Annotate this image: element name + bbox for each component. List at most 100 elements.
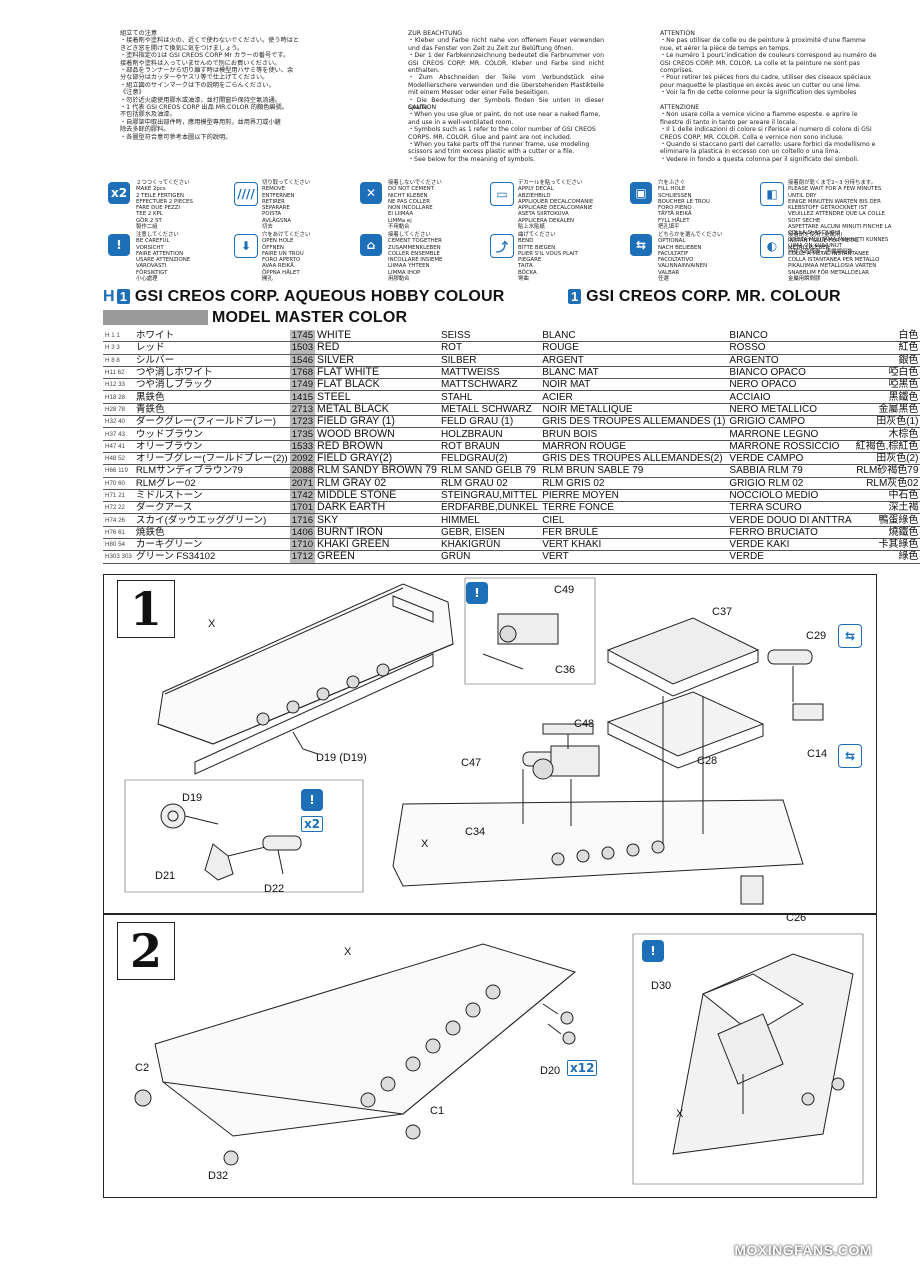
color-cell-it: GRIGIO CAMPO: [727, 415, 854, 429]
color-cell-cn: 金屬黑色: [853, 403, 920, 417]
optional-icon: ⇆: [630, 234, 652, 256]
color-cell-mm: 1415: [289, 390, 316, 404]
color-cell-it: TERRA SCURO: [727, 501, 854, 515]
part-label-d22: D22: [264, 883, 285, 895]
part-label-x-lower: X: [421, 838, 429, 850]
color-cell-de: SEISS: [438, 330, 541, 343]
color-cell-en: FIELD GRAY (1): [315, 415, 439, 429]
color-cell-jp: スカイ(ダッウエッググリーン): [133, 513, 290, 527]
color-cell-en: RED BROWN: [315, 440, 439, 453]
optional-icon: ⇆: [838, 744, 862, 768]
part-label-c34: C34: [465, 826, 486, 838]
color-cell-jp: レッド: [133, 341, 290, 355]
part-label-c37: C37: [712, 606, 733, 618]
color-cell-it: VERDE: [727, 550, 854, 564]
color-cell-it: ROSSO: [727, 341, 854, 355]
color-cell-jp: ダークグレー(フィールドブレー): [133, 415, 290, 429]
color-cell-en: MIDDLE STONE: [315, 489, 439, 503]
color-cell-code: H70 60: [103, 477, 134, 490]
color-cell-code: H 1 1: [103, 330, 134, 343]
color-cell-en: GREEN: [315, 550, 439, 564]
color-cell-mm: 1710: [289, 538, 316, 552]
aqueous-title: GSI CREOS CORP. AQUEOUS HOBBY COLOUR: [134, 288, 505, 305]
color-cell-it: SABBIA RLM 79: [727, 464, 854, 478]
multiply-badge: x2: [301, 816, 324, 832]
color-cell-jp: オリーブグレー(フールドブレー(2)): [133, 452, 290, 466]
color-cell-code: H66 119: [103, 464, 134, 478]
careful-icon: !: [642, 940, 664, 962]
instructions-english: CAUTION ・When you use glue or paint, do …: [408, 104, 601, 163]
color-cell-fr: ACIER: [540, 390, 728, 404]
color-cell-jp: 黒鉄色: [133, 390, 290, 404]
part-label-c14: C14: [807, 748, 828, 760]
color-cell-it: MARRONE LEGNO: [727, 427, 854, 441]
color-cell-de: STEINGRAU,MITTEL: [438, 489, 541, 503]
color-cell-en: SILVER: [315, 354, 439, 367]
color-cell-cn: 啞白色: [853, 366, 920, 380]
multiply-badge: x12: [567, 1060, 598, 1076]
color-cell-de: GEBR, EISEN: [438, 526, 541, 540]
color-cell-fr: TERRE FONCÉ: [540, 501, 728, 515]
color-cell-en: FLAT BLACK: [315, 378, 439, 392]
open-hole-icon: ⬇: [234, 234, 258, 258]
color-cell-mm: 1503: [289, 341, 316, 355]
color-cell-fr: BLANC: [540, 330, 728, 343]
symbol-description: 接着剤を使用 (金属用) INSTANT GLUE FOR METAL META…: [788, 232, 880, 283]
color-cell-jp: RLMサンディブラウン79: [133, 464, 290, 478]
part-label-c36: C36: [555, 664, 576, 676]
symbol-description: 穴をあけてください OPEN HOLE ÖFFNEN FAIRE UN TROU…: [262, 232, 311, 283]
color-cell-fr: ARGENT: [540, 354, 728, 367]
color-cell-en: RED: [315, 341, 439, 355]
color-cell-de: KHAKIGRÜN: [438, 538, 541, 552]
color-cell-fr: BLANC MAT: [540, 366, 728, 380]
color-cell-it: NERO OPACO: [727, 378, 854, 392]
glue-dry-icon: ◧: [760, 182, 784, 206]
color-chip-right: 1: [568, 289, 582, 304]
color-cell-it: BIANCO OPACO: [727, 366, 854, 380]
step-2-drawing: [134, 933, 864, 1185]
color-cell-mm: 2088: [289, 464, 316, 478]
color-cell-de: GRÜN: [438, 550, 541, 564]
color-cell-fr: VERT: [540, 550, 728, 564]
step-2-panel: [103, 914, 877, 1198]
instructions-german: ZUR BEACHTUNG ・Kleber und Farbe nicht na…: [408, 30, 604, 112]
color-cell-cn: 中石色: [853, 489, 920, 503]
color-cell-fr: RLM BRUN SABLE 79: [540, 464, 728, 478]
part-label-d21: D21: [155, 870, 176, 882]
color-cell-en: WOOD BROWN: [315, 427, 439, 441]
color-cell-en: FLAT WHITE: [315, 366, 439, 380]
symbol-description: 接着しないでください DO NOT CEMENT NICHT KLEBEN NE…: [388, 180, 442, 231]
color-cell-de: ROT: [438, 341, 541, 355]
part-label-c26: C26: [786, 912, 807, 924]
instructions-french: ATTENTION ・Ne pas utiliser de colle ou d…: [660, 30, 877, 97]
color-cell-fr: GRIS DES TROUPES ALLEMANDES (1): [540, 415, 728, 429]
color-cell-cn: 銀色: [853, 354, 920, 367]
color-cell-code: H12 33: [103, 378, 134, 392]
color-cell-jp: ミドルストーン: [133, 489, 290, 503]
part-label-d30: D30: [651, 980, 672, 992]
color-cell-code: H303 303: [103, 550, 134, 564]
color-cell-code: H48 52: [103, 452, 134, 466]
careful-icon: !: [108, 234, 130, 256]
color-cell-en: SKY: [315, 513, 439, 527]
color-cell-code: H47 41: [103, 440, 134, 453]
color-cell-cn: 紅褐色,棕紅色: [853, 440, 920, 453]
part-label-d19: D19: [182, 792, 203, 804]
color-cell-de: RLM SAND GELB 79: [438, 464, 541, 478]
model-master-title: MODEL MASTER COLOR: [212, 309, 408, 326]
symbol-description: 注意してください BE CAREFUL VORSICHT FAIRE ATTEN…: [136, 232, 191, 283]
color-cell-mm: 2071: [289, 477, 316, 490]
color-cell-en: STEEL: [315, 390, 439, 404]
color-cell-code: H72 22: [103, 501, 134, 515]
part-label-d19-main: D19 (D19): [316, 752, 367, 764]
color-cell-de: MATTWEISS: [438, 366, 541, 380]
color-cell-jp: 焼鉄色: [133, 526, 290, 540]
